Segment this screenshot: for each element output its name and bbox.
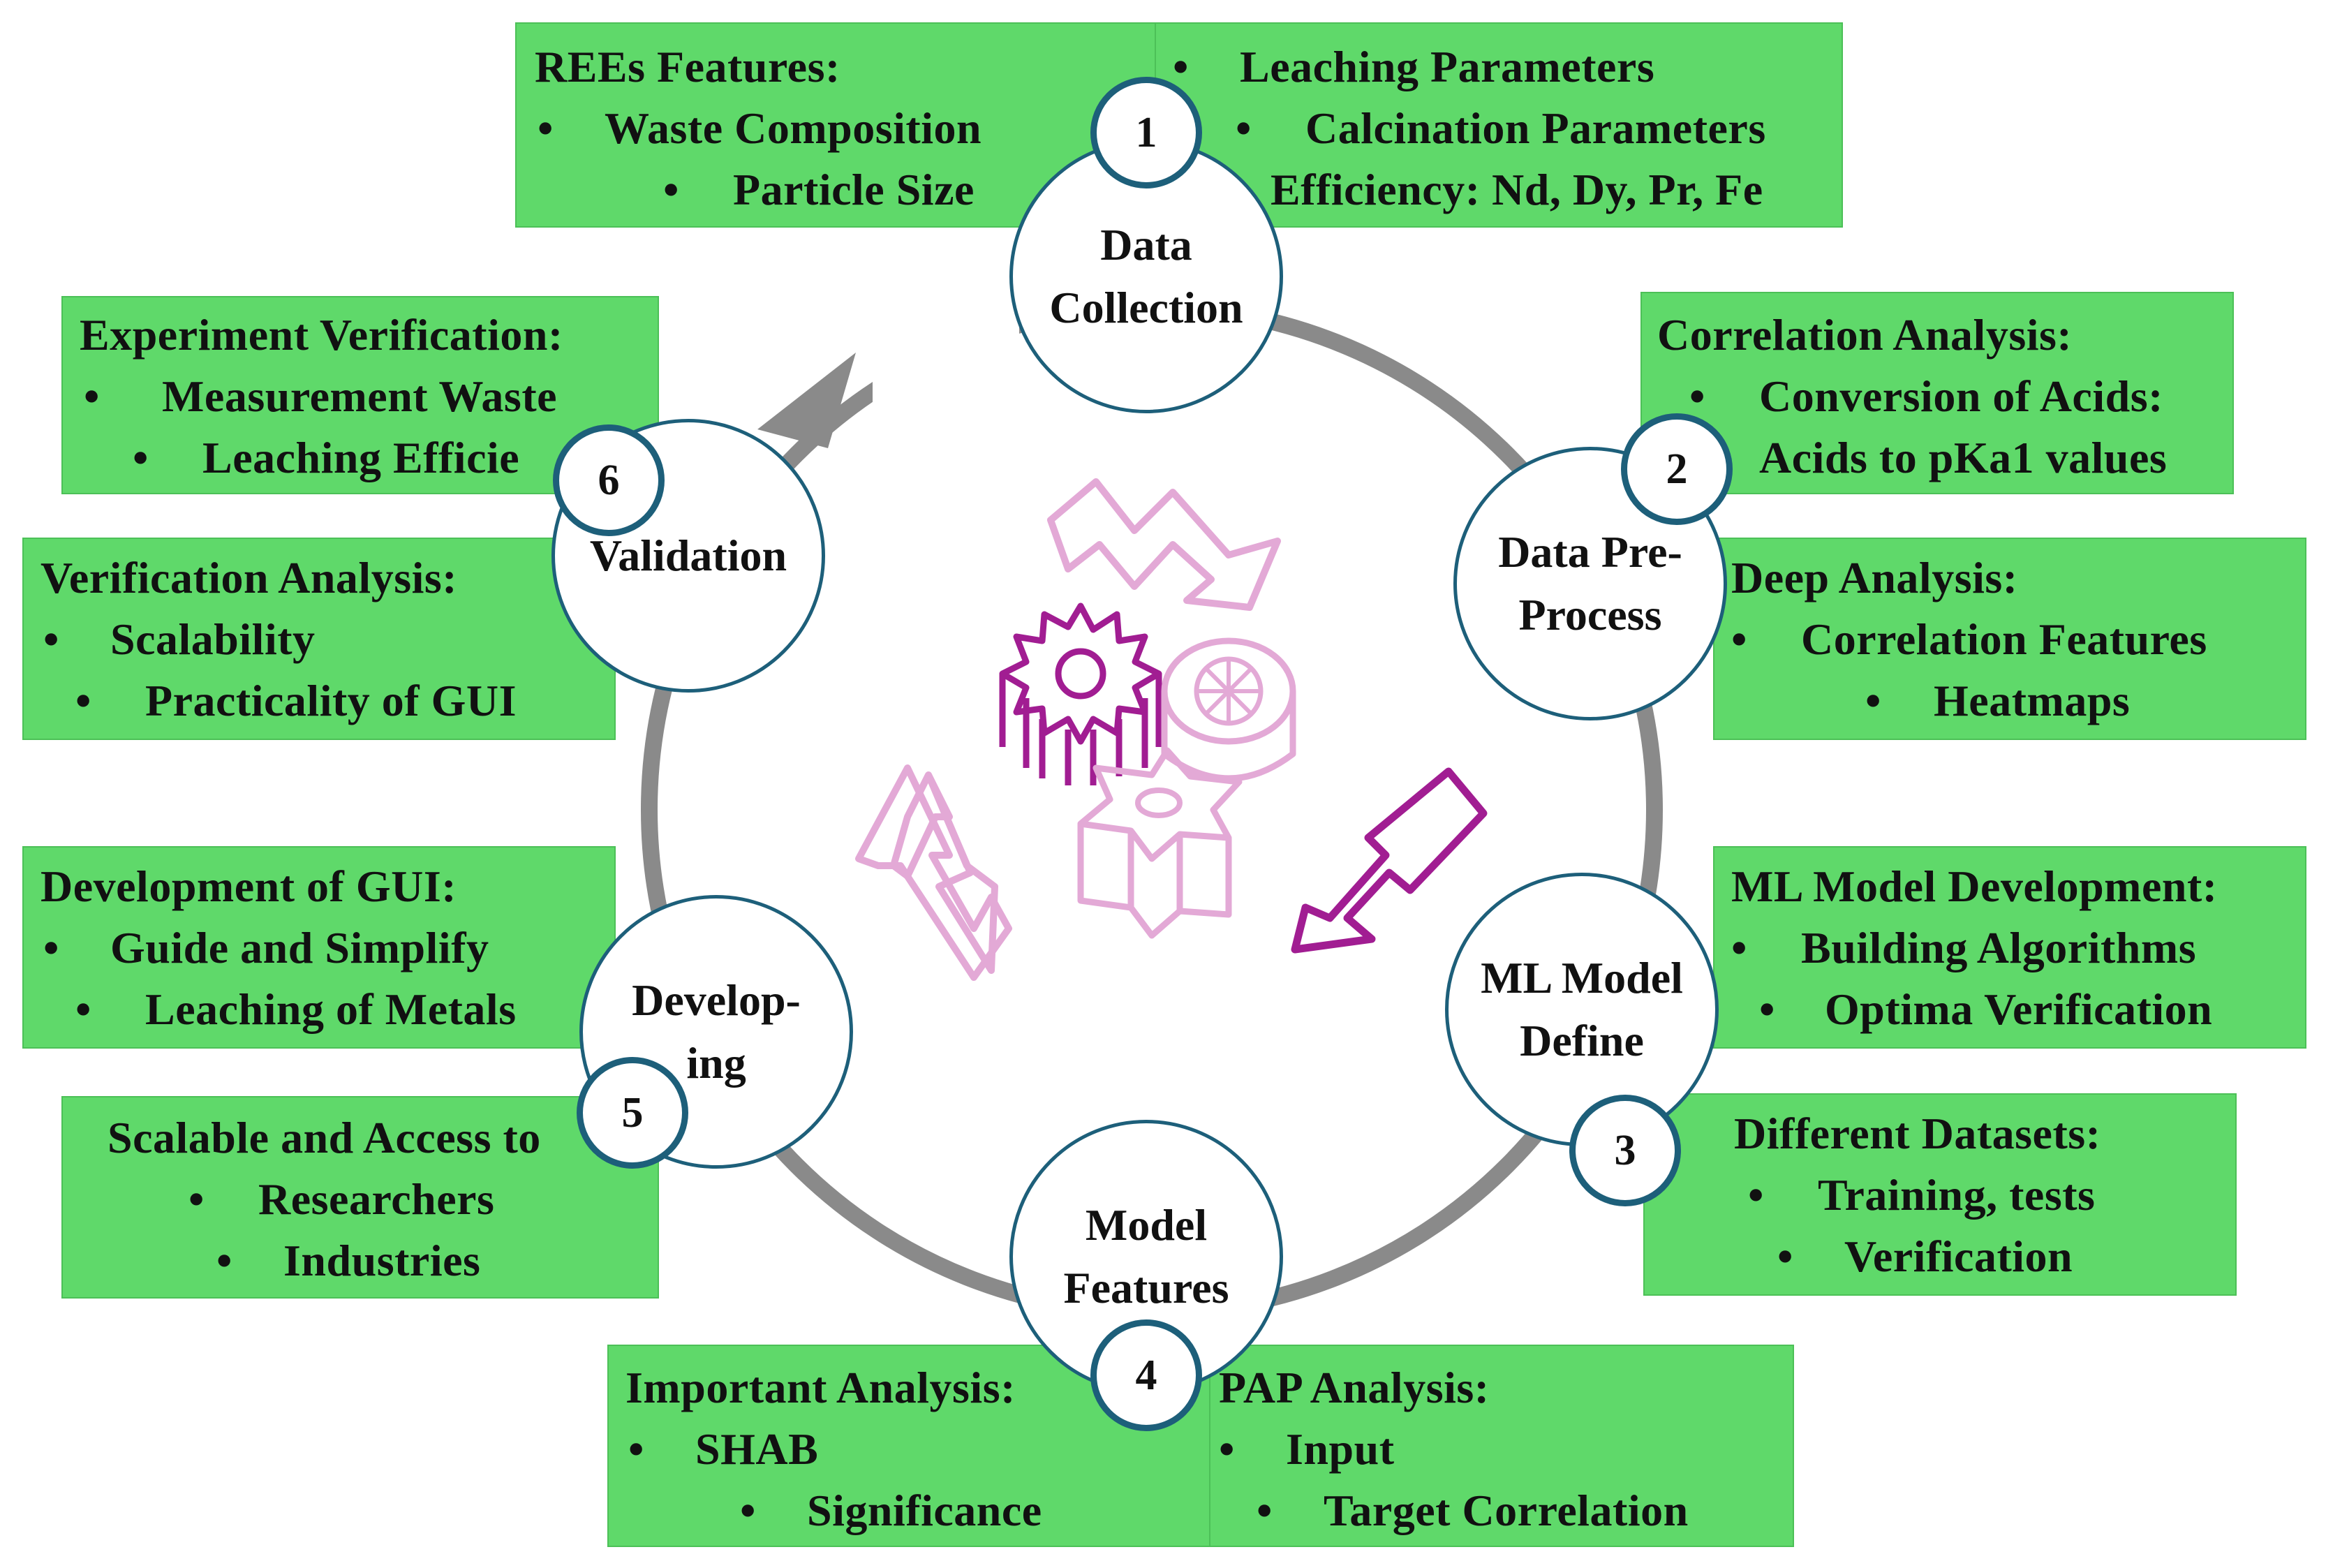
bullet: • (43, 614, 59, 664)
recycle-icon (855, 478, 1488, 981)
scal-item-2: Industries (283, 1236, 481, 1285)
mlmodel-title: ML Model Development: (1731, 861, 2218, 911)
step-label-model-features: Model Features (1063, 1200, 1229, 1312)
verana-item-2: Practicality of GUI (145, 676, 517, 725)
deep-title: Deep Analysis: (1731, 553, 2018, 602)
step-number-1: 1 (1090, 77, 1202, 188)
bullet: • (1257, 1486, 1273, 1535)
verana-title: Verification Analysis: (40, 553, 458, 602)
bullet: • (1759, 984, 1775, 1034)
leach-item-1: Leaching Parameters (1240, 42, 1655, 91)
step-number-6: 6 (553, 424, 665, 536)
bullet: • (1777, 1232, 1793, 1281)
step-number-4: 4 (1090, 1319, 1202, 1431)
bullet: • (1731, 614, 1747, 664)
mlmodel-item-1: Building Algorithms (1801, 923, 2197, 972)
step-label-data-collection: Data Collection (1049, 220, 1243, 332)
bullet: • (1689, 371, 1705, 421)
deep-item-1: Correlation Features (1801, 614, 2207, 664)
scal-item-1: Researchers (258, 1174, 495, 1224)
box-development-gui (22, 846, 616, 1049)
bullet: • (188, 1174, 205, 1224)
bullet: • (1236, 103, 1252, 153)
bullet: • (1731, 923, 1747, 972)
leach-item-2: Calcination Parameters (1305, 103, 1766, 153)
datasets-title: Different Datasets: (1734, 1109, 2101, 1158)
box-scalable-access (61, 1096, 659, 1299)
pap-item-2: Target Correlation (1324, 1486, 1689, 1535)
bullet: • (1748, 1170, 1764, 1220)
deep-item-2: Heatmaps (1934, 676, 2131, 725)
box-ml-model-development (1713, 846, 2306, 1049)
box-leaching-parameters (1155, 22, 1843, 228)
cycle-arrowhead (757, 353, 856, 448)
expver-item-2: Leaching Efficie (202, 433, 520, 482)
bullet: • (75, 984, 91, 1034)
leach-efficiency: Efficiency: Nd, Dy, Pr, Fe (1271, 165, 1763, 214)
bullet: • (43, 923, 59, 972)
box-deep-analysis (1713, 538, 2306, 740)
imp-item-1: SHAB (695, 1424, 819, 1474)
step-label-validation: Validation (589, 531, 787, 580)
verana-item-1: Scalability (110, 614, 316, 664)
gui-title: Development of GUI: (40, 861, 457, 911)
step-number-3: 3 (1569, 1095, 1681, 1206)
step-ml-model-define: ML Model Define (1445, 873, 1719, 1146)
gui-item-2: Leaching of Metals (145, 984, 517, 1034)
corr-extra: Acids to pKa1 values (1759, 433, 2168, 482)
bullet: • (84, 371, 100, 421)
expver-title: Experiment Verification: (80, 310, 563, 360)
step-label-ml-model-define: ML Model Define (1481, 953, 1683, 1065)
bullet: • (133, 433, 149, 482)
imp-item-2: Significance (807, 1486, 1042, 1535)
bullet: • (1173, 42, 1189, 91)
scal-title: Scalable and Access to (108, 1113, 541, 1162)
corr-item-1: Conversion of Acids: (1759, 371, 2163, 421)
step-number-2: 2 (1621, 413, 1733, 525)
bullet: • (663, 165, 679, 214)
bullet: • (1865, 676, 1881, 725)
box-verification-analysis (22, 538, 616, 740)
datasets-item-2: Verification (1844, 1232, 2073, 1281)
datasets-item-1: Training, tests (1818, 1170, 2096, 1220)
corr-title: Correlation Analysis: (1657, 310, 2073, 360)
step-label-developing: Develop- ing (632, 975, 801, 1088)
step-data-preprocess: Data Pre- Process (1453, 447, 1727, 720)
pap-title: PAP Analysis: (1219, 1363, 1490, 1412)
bullet: • (740, 1486, 756, 1535)
bullet: • (75, 676, 91, 725)
box-different-datasets (1643, 1093, 2237, 1296)
pap-item-1: Input (1286, 1424, 1395, 1474)
imp-title: Important Analysis: (625, 1363, 1016, 1412)
rees-item-2: Particle Size (733, 165, 975, 214)
step-number-5: 5 (577, 1057, 688, 1169)
bullet: • (1219, 1424, 1235, 1474)
box-pap-analysis (1209, 1345, 1794, 1547)
bullet: • (628, 1424, 644, 1474)
rees-item-1: Waste Composition (605, 103, 982, 153)
gui-item-1: Guide and Simplify (110, 923, 489, 972)
step-label-data-preprocess: Data Pre- Process (1498, 527, 1682, 639)
rees-title: REEs Features: (535, 42, 840, 91)
mlmodel-item-2: Optima Verification (1825, 984, 2213, 1034)
bullet: • (538, 103, 554, 153)
expver-item-1: Measurement Waste (162, 371, 558, 421)
bullet: • (216, 1236, 232, 1285)
box-correlation-analysis (1640, 292, 2234, 494)
